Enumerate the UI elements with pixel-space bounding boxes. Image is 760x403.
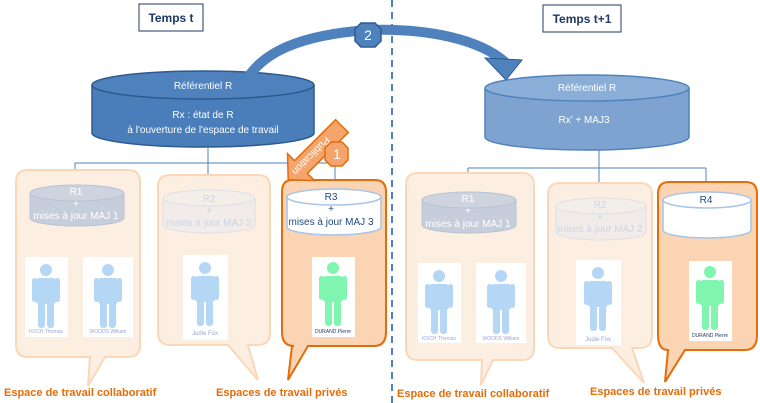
user-card-woods-left[interactable]: WOODS William — [83, 257, 133, 337]
user-card-koch-right[interactable]: KOCH Thomas — [418, 263, 461, 343]
step-1-number: 1 — [333, 146, 341, 162]
user-name: WOODS William — [90, 329, 127, 335]
db-r2-left-plus: + — [206, 206, 212, 217]
db-r1-right-plus: + — [465, 206, 471, 217]
repository-left-line1: Rx : état de R — [172, 110, 233, 121]
db-r3-left-sub: mises à jour MAJ 3 — [288, 217, 373, 228]
db-r4-right-title: R4 — [700, 195, 713, 206]
repository-right-line1: Rx’ + MAJ3 — [558, 115, 609, 126]
step-2-number: 2 — [364, 27, 372, 43]
user-name: KOCH Thomas — [422, 336, 456, 342]
caption-private-left: Espaces de travail privés — [216, 387, 347, 399]
db-r2-left[interactable] — [162, 189, 256, 234]
caption-collab-left: Espace de travail collaboratif — [4, 387, 157, 399]
user-name: KOCH Thomas — [29, 329, 63, 335]
repository-left-title: Référentiel R — [174, 81, 232, 92]
user-name: WOODS William — [483, 336, 520, 342]
title-temps-t1: Temps t+1 — [542, 4, 622, 33]
db-r1-left[interactable] — [29, 184, 125, 227]
db-r2-left-title: R2 — [203, 194, 216, 205]
repository-left-line2: à l'ouverture de l'espace de travail — [127, 125, 278, 136]
db-r2-right[interactable] — [555, 197, 647, 241]
db-r1-left-sub: mises à jour MAJ 1 — [33, 211, 118, 222]
db-r2-right-plus: + — [597, 212, 603, 223]
caption-private-right: Espaces de travail privés — [590, 386, 721, 398]
db-r1-right-sub: mises à jour MAJ 1 — [425, 219, 510, 230]
db-r2-left-sub: mises à jour MAJ 2 — [166, 218, 251, 229]
title-temps-t: Temps t — [138, 3, 204, 32]
user-name: DURAND Pierre — [315, 329, 351, 335]
repository-left[interactable]: Référentiel R Rx : état de R à l'ouvertu… — [91, 70, 315, 148]
db-r1-right[interactable] — [421, 191, 517, 234]
title-temps-t-text: Temps t — [148, 11, 193, 25]
user-card-woods-right[interactable]: WOODS William — [476, 263, 526, 343]
step-1-badge: 1 — [324, 141, 349, 167]
user-card-judie-left[interactable]: Judie Fox — [183, 255, 228, 340]
db-r2-right-title: R2 — [594, 200, 607, 211]
db-r4-right[interactable] — [662, 191, 752, 239]
caption-collab-right: Espace de travail collaboratif — [397, 388, 550, 400]
user-card-durand-left[interactable]: DURAND Pierre — [312, 257, 355, 337]
transfer-arrow — [240, 24, 523, 85]
title-temps-t1-text: Temps t+1 — [553, 12, 612, 26]
db-r1-right-title: R1 — [462, 194, 475, 205]
user-card-judie-right[interactable]: Judie Fox — [576, 260, 621, 345]
user-name: Judie Fox — [192, 331, 218, 337]
db-r2-right-sub: mises à jour MAJ 2 — [557, 224, 642, 235]
repository-right-title: Référentiel R — [558, 83, 616, 94]
db-r3-left[interactable] — [286, 188, 382, 236]
step-2-badge: 2 — [354, 22, 382, 48]
db-r3-left-title: R3 — [325, 192, 338, 203]
db-r3-left-plus: + — [328, 204, 334, 215]
user-name: Judie Fox — [585, 337, 611, 343]
user-name: DURAND Pierre — [692, 333, 728, 339]
repository-right[interactable]: Référentiel R Rx’ + MAJ3 — [484, 74, 690, 151]
db-r1-left-title: R1 — [70, 187, 83, 198]
user-card-durand-right[interactable]: DURAND Pierre — [689, 261, 732, 341]
user-card-koch-left[interactable]: KOCH Thomas — [25, 257, 68, 337]
db-r1-left-plus: + — [73, 199, 79, 210]
